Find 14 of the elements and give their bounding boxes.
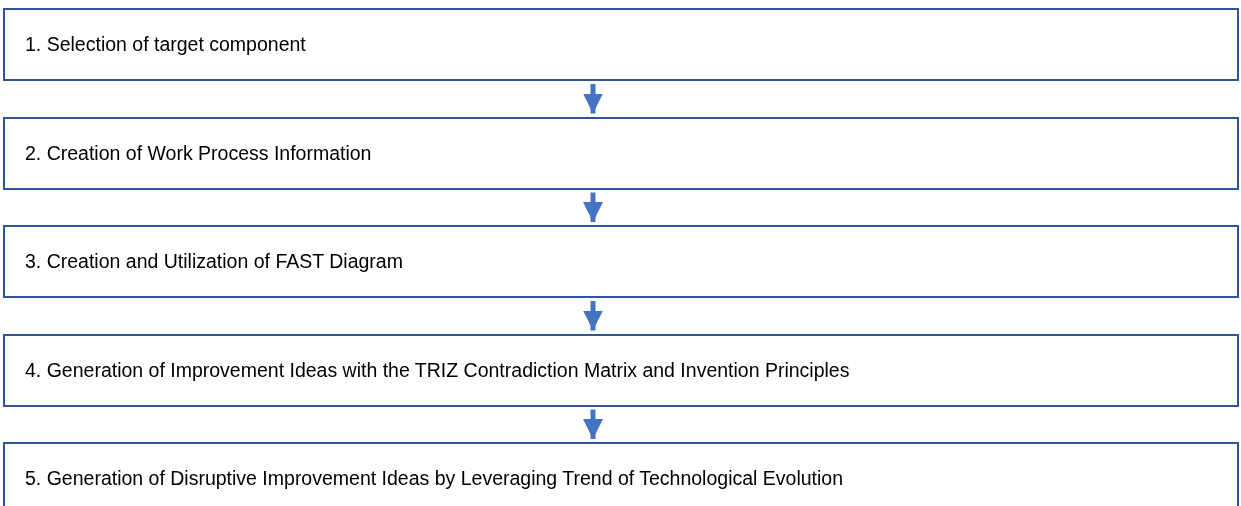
step-label: 5. Generation of Disruptive Improvement Ideas by Leveraging Trend of Technological Evolution <box>24 467 844 490</box>
arrow <box>583 301 603 331</box>
step-label: 2. Creation of Work Process Information <box>24 141 372 165</box>
process-box <box>3 116 1239 190</box>
arrow <box>583 409 603 439</box>
step-label: 3. Creation and Utilization of FAST Diagram <box>24 250 403 273</box>
step-label: 4. Generation of Improvement Ideas with the TRIZ Contradiction Matrix and Invention Principles <box>24 358 850 382</box>
arrow <box>583 192 603 222</box>
process-box <box>3 225 1239 298</box>
arrow <box>583 84 603 114</box>
step-label: 1. Selection of target component <box>24 33 306 56</box>
process-box <box>3 442 1239 506</box>
process-box <box>3 8 1239 81</box>
process-box <box>3 333 1239 407</box>
